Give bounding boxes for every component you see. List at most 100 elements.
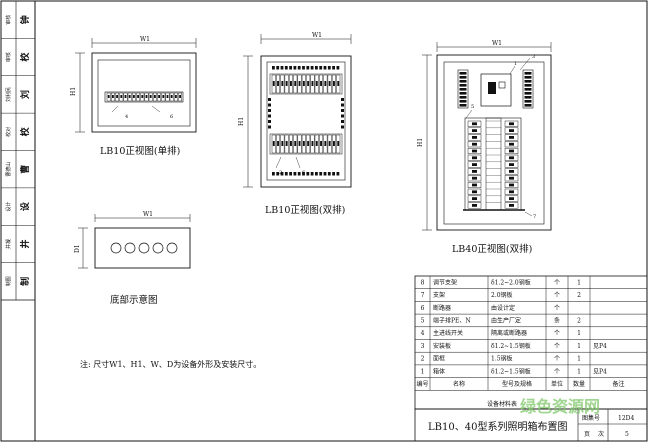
lb10-double-view: W1 H1 2 6 LB10正视图(双排) [238,32,352,216]
table-cell-6-2: 1.5钢板 [491,355,513,363]
lb10-single-width-label: W1 [140,36,150,43]
lb10-single-caption: LB10正视图(单排) [100,145,180,157]
table-cell-1-2: 2.0钢板 [491,291,513,299]
table-cell-5-5: 见P4 [593,343,607,350]
table-cell-3-1: 端子排PE、N [433,316,471,324]
table-cell-0-2: δ1.2~2.0钢板 [491,278,531,286]
lb10-double-callout-6: 6 [302,170,305,176]
table-header-4: 数量 [573,380,585,388]
lb10-single-callout-6: 6 [170,114,173,120]
table-cell-2-0: 6 [421,305,425,312]
lb40-callout-7: 7 [533,214,536,220]
strip-label-5: 设计 [5,202,12,212]
strip-label-6: 井凝 [5,239,12,249]
lb10-single-breakers [106,92,183,102]
strip-signature-4: 曹 [19,165,31,174]
drawing-title: LB10、40型系列照明箱布置图 [428,420,567,433]
table-header-5: 备注 [612,380,624,388]
strip-signature-1: 校 [19,52,31,62]
table-cell-7-5: 见P4 [593,368,607,375]
table-cell-1-4: 2 [577,292,581,299]
lb10-double-breakers [268,66,344,176]
strip-label-3: 校对 [5,127,12,137]
table-cell-5-3: 个 [554,343,560,350]
table-cell-4-2: 隔离或断路器 [491,329,527,337]
table-cell-0-0: 8 [421,279,425,286]
strip-signature-6: 井 [19,239,31,248]
table-cell-5-0: 3 [421,343,425,350]
strip-label-7: 制图 [5,276,12,286]
page-value: 5 [625,431,629,438]
strip-label-1: 审核 [5,52,12,62]
table-cell-4-1: 主进线开关 [433,329,463,337]
bottom-view: W1 D1 底部示意图 [74,211,191,306]
strip-signature-3: 校 [19,126,31,136]
table-header-0: 编号 [416,380,428,388]
table-cell-1-1: 支架 [433,291,445,299]
table-cell-6-0: 2 [421,356,425,363]
table-cell-1-0: 7 [421,292,425,299]
table-cell-4-3: 个 [554,330,560,337]
bottom-plate [94,227,191,269]
lb40-double-height-label: H1 [417,138,424,147]
table-cell-0-3: 个 [554,279,560,286]
lb40-callout-3: 3 [532,54,535,60]
parts-table-footer: 设备材料表 [487,400,517,408]
lb40-double-width-label: W1 [492,40,502,47]
strip-label-4: 曹德山 [5,162,12,177]
strip-label-2: 刘利民 [5,87,12,102]
table-cell-7-1: 箱体 [433,367,445,375]
atlas-label: 图集号 [582,414,600,422]
page-label: 页 [584,431,590,438]
table-cell-6-4: 1 [577,356,581,363]
table-cell-1-3: 个 [554,292,560,299]
table-cell-4-4: 1 [577,330,581,337]
lb40-double-cabinet [436,54,552,231]
title-block: LB10、40型系列照明箱布置图 图集号 12D4 页 次 5 [414,408,648,442]
lb10-double-cabinet [260,55,352,188]
lb10-double-height-label: H1 [238,117,245,126]
bottom-depth-label: D1 [74,244,81,253]
table-cell-2-1: 断路器 [433,304,451,312]
table-header-1: 名称 [453,380,465,388]
bottom-width-label: W1 [143,211,153,218]
lb10-double-caption: LB10正视图(双排) [265,204,345,216]
table-cell-6-3: 个 [554,356,560,363]
page-sub-label: 次 [598,430,604,438]
table-cell-5-4: 1 [577,343,581,350]
table-cell-3-3: 条 [554,316,560,324]
strip-signature-5: 设 [19,201,31,211]
lb40-double-view: W1 H1 3 1 5 7 LB40正视图(双排) [417,40,552,255]
lb40-terminal-bars [457,69,534,109]
table-cell-7-0: 1 [421,368,425,375]
table-cell-2-2: 由设计定 [491,304,515,312]
table-cell-0-4: 1 [577,279,581,286]
table-cell-7-4: 1 [577,368,581,375]
table-header-3: 单位 [551,380,563,388]
lb40-double-caption: LB40正视图(双排) [452,243,532,255]
strip-signature-7: 制 [19,277,31,286]
table-cell-3-0: 5 [421,317,425,324]
table-cell-5-1: 安装板 [433,342,451,350]
table-cell-0-1: 调节支架 [433,278,457,286]
lb40-callout-5: 5 [471,104,474,110]
lb10-double-width-label: W1 [312,32,322,39]
table-cell-7-2: δ1.2~1.5钢板 [491,367,531,375]
lb10-single-callout-4: 4 [125,114,128,120]
dimension-note: 注: 尺寸W1、H1、W、D为设备外形及安装尺寸。 [80,359,261,369]
table-cell-3-4: 2 [577,317,581,324]
table-cell-6-1: 面框 [433,355,445,363]
table-cell-3-2: 由生产厂定 [491,316,521,324]
lb10-single-height-label: H1 [70,87,77,96]
watermark: 绿色资源网 [520,397,600,416]
strip-signature-0: 钟 [19,15,31,24]
table-cell-7-3: 个 [554,368,560,375]
lb10-single-view: W1 H1 4 6 LB10正视图(单排) [70,36,197,157]
lb40-callout-1: 1 [514,61,517,67]
strip-label-0: 审核 [5,15,12,25]
lb40-breakers [467,117,519,211]
table-cell-2-3: 个 [554,305,560,312]
table-cell-5-2: δ1.2~1.5钢板 [491,342,531,350]
